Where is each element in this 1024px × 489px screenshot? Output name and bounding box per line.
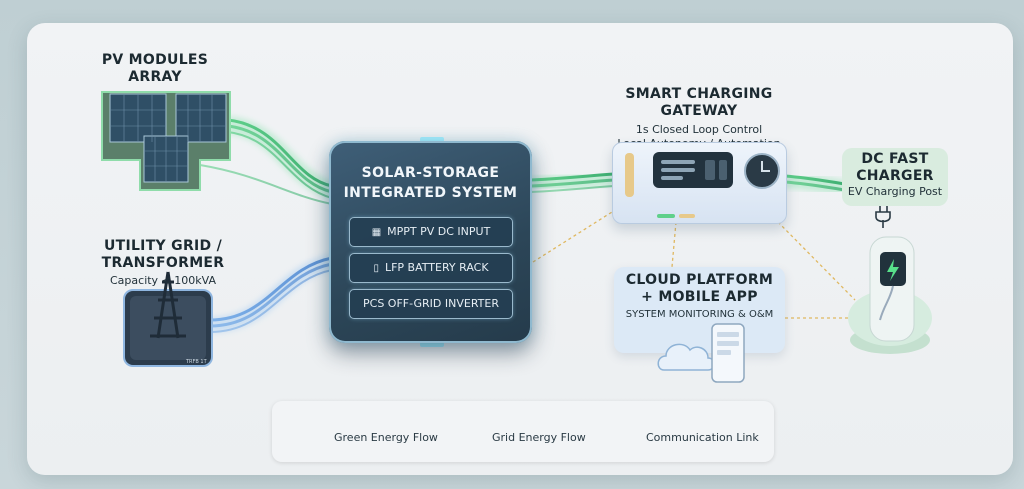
module-battery-label: LFP BATTERY RACK bbox=[384, 261, 489, 274]
gateway-title: SMART CHARGING GATEWAY bbox=[625, 86, 773, 119]
comm-link-gateway-charger bbox=[777, 221, 856, 301]
comm-link-core-gateway bbox=[532, 211, 613, 263]
solar-panel-right bbox=[175, 93, 227, 143]
module-mppt: ▦ MPPT PV DC INPUT bbox=[349, 217, 513, 247]
grid-label: UTILITY GRID / TRANSFORMER Capacity < 10… bbox=[52, 238, 274, 288]
clock-icon bbox=[744, 153, 780, 189]
gateway-port bbox=[679, 214, 695, 218]
green-flow-core-to-gateway bbox=[530, 170, 615, 193]
cloud-phone-graphic bbox=[657, 323, 745, 383]
cloud-platform-box: CLOUD PLATFORM + MOBILE APP SYSTEM MONIT… bbox=[614, 267, 785, 353]
core-bottom-led bbox=[420, 342, 444, 347]
pv-array-graphic bbox=[101, 91, 231, 191]
module-battery: ▯ LFP BATTERY RACK bbox=[349, 253, 513, 283]
charger-title-line2: CHARGER bbox=[856, 168, 934, 184]
pv-title-line2: ARRAY bbox=[128, 69, 182, 85]
module-pcs-label: PCS OFF-GRID INVERTER bbox=[363, 297, 499, 310]
core-top-led bbox=[420, 137, 444, 142]
cloud-icon bbox=[657, 343, 715, 371]
legend-comm-label: Communication Link bbox=[646, 431, 759, 444]
green-flow-pv-to-core bbox=[199, 116, 335, 205]
communication-links bbox=[532, 211, 856, 319]
comm-link-gateway-cloud bbox=[671, 221, 677, 268]
pv-title-line1: PV MODULES bbox=[101, 52, 209, 68]
gateway-display bbox=[653, 152, 733, 188]
solar-panel-icon: ▦ bbox=[371, 227, 382, 238]
core-title-line2: INTEGRATED SYSTEM bbox=[343, 185, 518, 201]
pylon-icon bbox=[150, 271, 186, 339]
gateway-led bbox=[657, 214, 675, 218]
gateway-line1: 1s Closed Loop Control bbox=[635, 123, 763, 136]
pv-array-label: PV MODULES ARRAY bbox=[100, 52, 210, 86]
cloud-title-line2: + MOBILE APP bbox=[641, 289, 758, 305]
grid-flow-grid-to-core bbox=[209, 254, 334, 333]
core-title: SOLAR-STORAGE INTEGRATED SYSTEM bbox=[329, 163, 532, 203]
module-pcs: PCS OFF-GRID INVERTER bbox=[349, 289, 513, 319]
plug-icon bbox=[875, 204, 891, 228]
cloud-title-line1: CLOUD PLATFORM bbox=[625, 272, 774, 288]
gateway-status-bar bbox=[625, 153, 634, 197]
solar-storage-core: SOLAR-STORAGE INTEGRATED SYSTEM ▦ MPPT PV… bbox=[329, 141, 532, 343]
green-flow-gateway-to-charger bbox=[784, 172, 847, 196]
transformer-plate: TRFB 1T bbox=[185, 359, 208, 365]
charger-title-line1: DC FAST bbox=[861, 151, 929, 167]
grid-title: UTILITY GRID / TRANSFORMER bbox=[101, 238, 225, 271]
module-mppt-label: MPPT PV DC INPUT bbox=[387, 225, 491, 238]
ev-charger-graphic bbox=[848, 204, 932, 354]
charge-bolt-icon bbox=[887, 259, 899, 281]
charger-subtitle: EV Charging Post bbox=[847, 185, 943, 198]
legend-grid-label: Grid Energy Flow bbox=[492, 431, 586, 444]
cloud-subtitle: SYSTEM MONITORING & O&M bbox=[625, 309, 774, 320]
legend-green-label: Green Energy Flow bbox=[334, 431, 438, 444]
gateway-device bbox=[612, 142, 787, 224]
grid-subtitle: Capacity < 100kVA bbox=[110, 274, 216, 287]
transformer-graphic: TRFB 1T bbox=[123, 271, 213, 367]
core-title-line1: SOLAR-STORAGE bbox=[361, 165, 500, 181]
legend bbox=[272, 401, 774, 462]
charger-label: DC FAST CHARGER EV Charging Post bbox=[842, 148, 948, 206]
battery-icon: ▯ bbox=[373, 263, 379, 274]
